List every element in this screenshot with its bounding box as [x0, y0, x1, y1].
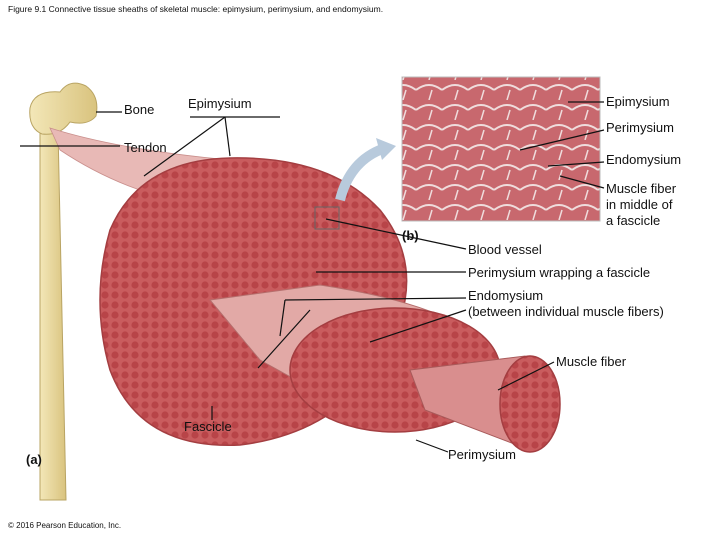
- copyright: © 2016 Pearson Education, Inc.: [8, 521, 122, 530]
- label-fascicle: Fascicle: [184, 419, 232, 434]
- label-muscle-fiber-b: Muscle fiber in middle of a fascicle: [606, 181, 677, 228]
- label-perimysium-wrapping: Perimysium wrapping a fascicle: [468, 265, 651, 280]
- label-blood-vessel: Blood vessel: [468, 242, 542, 257]
- label-bone: Bone: [124, 102, 155, 117]
- panel-label-b: (b): [402, 228, 419, 243]
- inset-box: [314, 206, 340, 230]
- figure-caption: Figure 9.1 Connective tissue sheaths of …: [8, 4, 384, 14]
- zoom-arrow: [335, 143, 387, 202]
- label-muscle-fiber-a: Muscle fiber: [556, 354, 627, 369]
- label-tendon: Tendon: [124, 140, 167, 155]
- label-epimysium-b: Epimysium: [606, 94, 670, 109]
- label-endomysium-b: Endomysium: [606, 152, 682, 167]
- leader-lines: [20, 101, 605, 453]
- label-epimysium-a: Epimysium: [188, 96, 252, 111]
- micrograph: [401, 76, 601, 222]
- label-endomysium-a: Endomysium (between individual muscle fi…: [468, 288, 664, 319]
- label-perimysium-a: Perimysium: [448, 447, 516, 462]
- label-perimysium-b: Perimysium: [606, 120, 674, 135]
- panel-label-a: (a): [26, 452, 42, 467]
- bone-illustration: [29, 82, 98, 501]
